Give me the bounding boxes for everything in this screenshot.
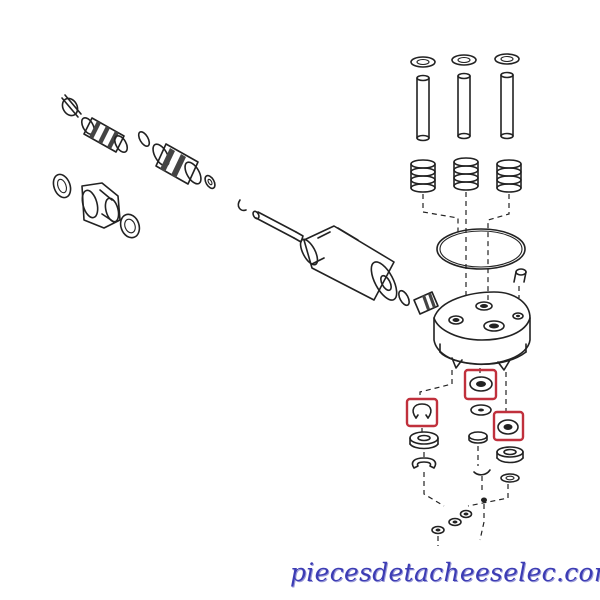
washer-small-1 [204,174,216,190]
assembly-line-16 [479,521,485,541]
cylinder-sleeve-1 [80,117,129,153]
spring-right [496,159,522,193]
piston-right [494,53,520,140]
valve-seat-right [492,410,525,442]
assembly-line-3 [487,194,510,300]
small-clip-middle [473,469,491,476]
large-o-ring [436,228,526,270]
quick-coupling [81,182,121,229]
bottom-washer-2 [448,517,462,527]
washer-middle-2 [468,431,488,444]
piston-left [410,56,436,142]
highlight-box-seat-right [492,410,525,442]
seal-ring-left-2 [119,213,141,239]
highlight-box-circlip [405,397,439,428]
threaded-fitting [413,291,439,315]
seal-ring-left [52,173,72,199]
assembly-line-5 [419,370,453,400]
o-ring-small-1 [137,130,151,148]
c-clip-lower-left [411,457,437,469]
nut-middle [481,497,487,503]
bottom-washer-1 [431,525,445,535]
circlip-left [405,397,439,428]
piston-cylinder [299,225,398,301]
washer-middle-1 [470,404,492,416]
assembly-line-14 [467,484,509,507]
clip-small-center [237,199,247,212]
cylinder-sleeve-2 [152,143,202,185]
piston-middle [451,54,477,140]
spring-left [410,159,436,193]
highlight-box-seat-middle [463,368,498,401]
valve-seat-left [409,431,439,450]
assembly-line-10 [423,472,445,507]
assembly-line-1 [422,194,459,232]
pump-head-body [433,291,531,371]
bottom-washer-3 [459,509,473,519]
spring-middle [453,157,479,191]
small-screw-top-left [61,94,82,118]
valve-seat-right-lower [496,446,524,464]
small-screw-right [513,268,527,283]
washer-right-lower [500,473,520,483]
valve-seat-middle [463,368,498,401]
piston-rod [252,210,304,243]
washer-center [398,289,410,307]
site-watermark: piecesdetacheeselec.com [290,558,600,587]
